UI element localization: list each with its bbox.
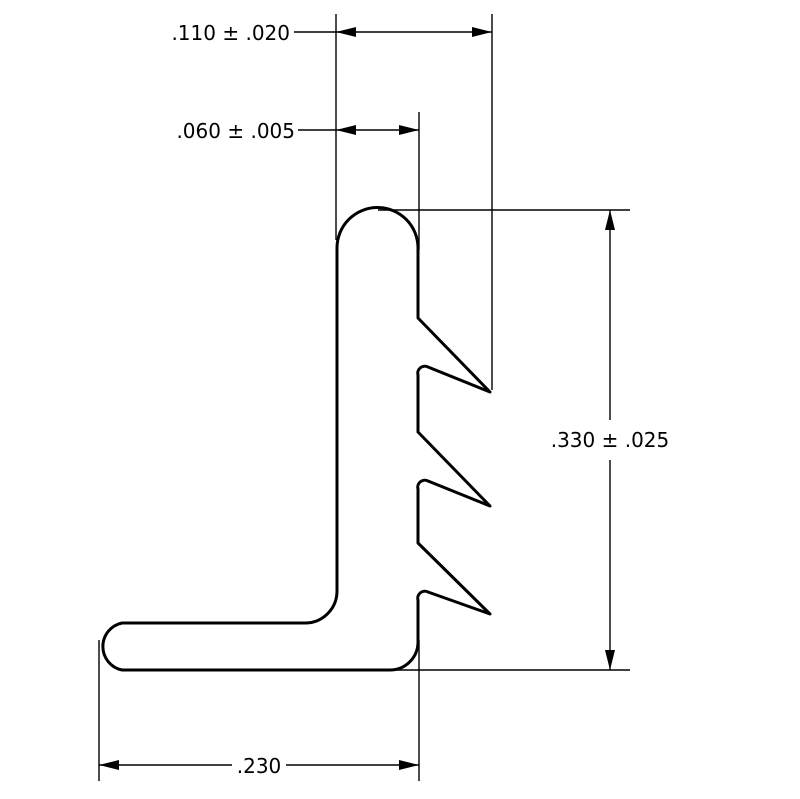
dimension-wall-thickness: .060 ± .005: [176, 119, 419, 143]
dimension-top-width: .110 ± .020: [171, 21, 492, 45]
dimension-height: .330 ± .025: [551, 210, 670, 670]
dimension-label-wall-thickness: .060 ± .005: [176, 119, 295, 143]
dimension-label-top-width: .110 ± .020: [171, 21, 290, 45]
extrusion-profile: [101, 206, 492, 672]
dimension-base-width: .230: [99, 754, 419, 778]
dimension-label-base-width: .230: [237, 754, 282, 778]
dimension-label-height: .330 ± .025: [551, 428, 670, 452]
